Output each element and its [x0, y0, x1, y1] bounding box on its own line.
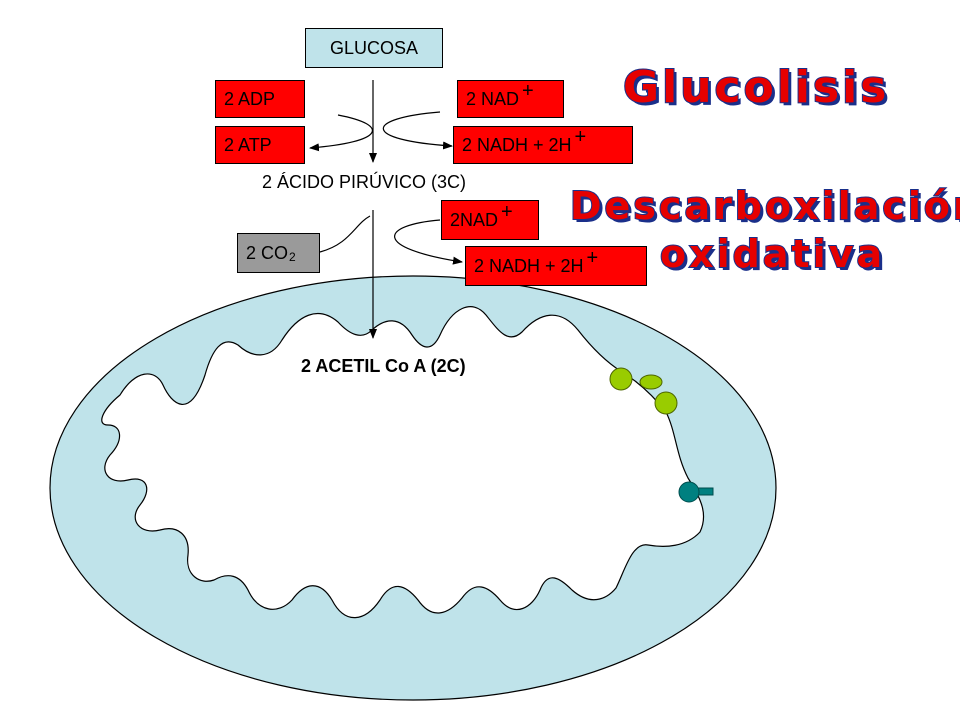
co2-subscript: 2 — [289, 250, 296, 264]
curve-nad-to-nadh — [382, 111, 453, 150]
nad-top-superscript: + — [522, 79, 534, 102]
glucosa-box: GLUCOSA — [305, 28, 443, 68]
piruvico-label: 2 ÁCIDO PIRÚVICO (3C) — [262, 172, 467, 192]
curve-to-co2 — [319, 215, 371, 253]
atp-box: 2 ATP — [215, 126, 305, 164]
atp-synthase-particle-3 — [654, 391, 678, 415]
glucolisis-title: Glucolisis — [622, 61, 890, 114]
nad-top-label: 2 NAD — [466, 88, 520, 109]
adp-box: 2 ADP — [215, 80, 305, 118]
nadh-mid-label: 2 NADH + 2H — [474, 255, 584, 276]
nad-mid-label: 2NAD — [450, 209, 499, 230]
nadh-top-label: 2 NADH + 2H — [462, 134, 572, 155]
nadh-box-top: 2 NADH + 2H+ — [453, 126, 633, 164]
descarboxilacion-title: Descarboxilación — [569, 183, 960, 229]
nad-box-mid: 2NAD+ — [441, 200, 539, 240]
atp-synthase-particle-1 — [609, 367, 633, 391]
curve-nad-to-nadh-2 — [394, 219, 463, 265]
nad-mid-superscript: + — [501, 200, 513, 223]
atp-synthase-head — [678, 481, 700, 503]
oxidativa-title: oxidativa — [659, 231, 886, 277]
nadh-box-mid: 2 NADH + 2H+ — [465, 246, 647, 286]
nadh-mid-superscript: + — [586, 246, 599, 269]
curve-adp-to-atp — [309, 114, 373, 152]
glucosa-label: GLUCOSA — [329, 37, 419, 58]
mitochondrion-inner-membrane — [101, 306, 705, 619]
acetil-label: 2 ACETIL Co A (2C) — [301, 356, 466, 376]
nadh-top-superscript: + — [574, 125, 587, 148]
co2-label: 2 CO — [246, 242, 289, 263]
adp-label: 2 ADP — [224, 88, 276, 109]
atp-label: 2 ATP — [224, 134, 272, 155]
atp-synthase-particle-2 — [639, 374, 663, 390]
nad-box-top: 2 NAD+ — [457, 80, 564, 118]
